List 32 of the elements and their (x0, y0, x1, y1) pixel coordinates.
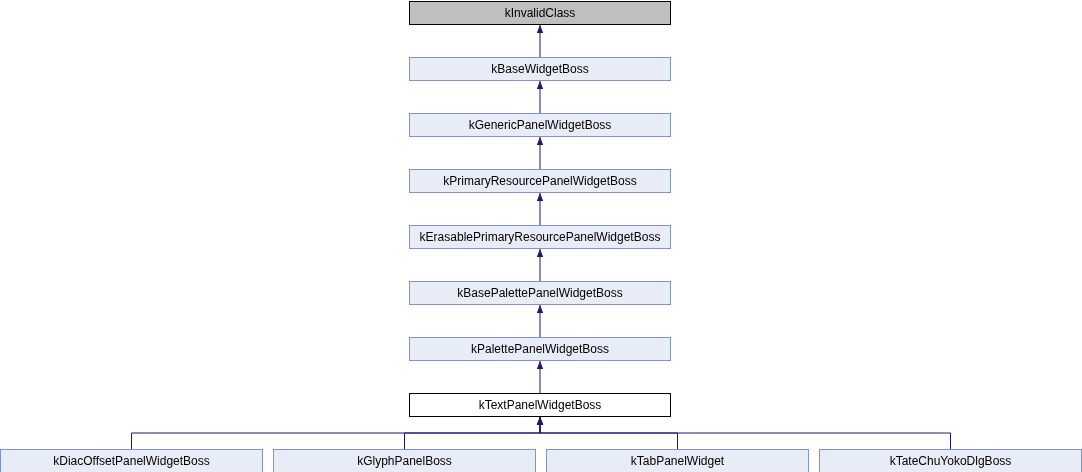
class-name: kPalettePanelWidgetBoss (470, 342, 610, 356)
inheritance-arrow (536, 304, 544, 338)
class-name: kDiacOffsetPanelWidgetBoss (53, 454, 210, 468)
class-name: kGlyphPanelBoss (357, 454, 452, 468)
class-box (409, 57, 671, 81)
inheritance-arrow (536, 248, 544, 282)
class-box (409, 169, 671, 193)
class-box (409, 113, 671, 137)
class-box (409, 337, 671, 361)
class-box (819, 449, 1082, 472)
class-name: kBasePalettePanelWidgetBoss (457, 286, 623, 300)
class-box (0, 449, 263, 472)
inheritance-arrow (536, 136, 544, 170)
class-box (409, 393, 671, 417)
class-name: kGenericPanelWidgetBoss (468, 118, 612, 132)
class-name: kErasablePrimaryResourcePanelWidgetBoss (419, 230, 661, 244)
class-name: kTextPanelWidgetBoss (478, 398, 602, 412)
inheritance-arrow (536, 192, 544, 226)
class-name: kPrimaryResourcePanelWidgetBoss (443, 174, 637, 188)
inheritance-arrow (536, 360, 544, 394)
class-name: kBaseWidgetBoss (491, 62, 589, 76)
class-name: kTabPanelWidget (630, 454, 725, 468)
inheritance-arrow (536, 416, 951, 450)
class-box (409, 1, 671, 25)
class-box (546, 449, 809, 472)
inheritance-arrow (536, 24, 544, 58)
class-name: kInvalidClass (504, 6, 576, 20)
class-box (409, 225, 671, 249)
class-box (273, 449, 536, 472)
inheritance-arrow (536, 80, 544, 114)
class-box (409, 281, 671, 305)
class-name: kTateChuYokoDlgBoss (889, 454, 1012, 468)
